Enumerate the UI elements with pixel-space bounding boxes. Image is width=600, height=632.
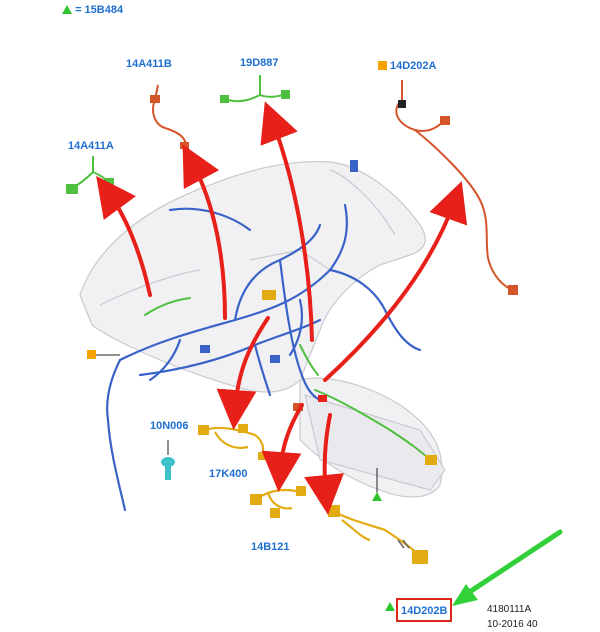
harness-connectors bbox=[200, 160, 437, 465]
callout-14D202B: 14D202B bbox=[401, 605, 448, 617]
harness-14D202B bbox=[328, 505, 428, 564]
harness-14D202A bbox=[395, 80, 518, 295]
green-triangle-icon bbox=[372, 492, 382, 501]
arrow-to-14D202A bbox=[323, 181, 468, 382]
arrow-to-14A411B bbox=[182, 144, 227, 320]
legend-text: = 15B484 bbox=[75, 4, 124, 16]
harness-14B121 bbox=[250, 486, 306, 518]
orange-square-icon bbox=[87, 350, 96, 359]
orange-square-icon bbox=[378, 61, 387, 70]
callout-14A411A: 14A411A bbox=[68, 140, 114, 152]
green-triangle-icon bbox=[62, 5, 72, 14]
harness-14A411A bbox=[66, 156, 114, 194]
callout-14B121: 14B121 bbox=[251, 541, 290, 553]
arrow-to-14B121 bbox=[261, 403, 304, 492]
main-harness-blue bbox=[106, 203, 422, 512]
sensor-10N006 bbox=[161, 440, 175, 480]
center-console bbox=[304, 394, 446, 491]
harness-17K400 bbox=[198, 424, 267, 460]
callout-17K400: 17K400 bbox=[209, 468, 248, 480]
harness-14A411B bbox=[150, 84, 189, 149]
green-arrow bbox=[452, 529, 563, 606]
leader-lines bbox=[93, 354, 378, 495]
reference-number: 4180111A bbox=[487, 604, 532, 615]
harness-19D887 bbox=[220, 75, 290, 103]
legend: = 15B484 bbox=[62, 4, 123, 16]
arrow-to-14A411A bbox=[96, 175, 152, 297]
red-arrows bbox=[96, 101, 468, 515]
date-code: 10-2016 40 bbox=[487, 619, 538, 630]
callout-10N006: 10N006 bbox=[150, 420, 189, 432]
arrow-to-14D202B bbox=[304, 413, 344, 515]
callout-19D887: 19D887 bbox=[240, 57, 279, 69]
highlighted-callout-box: 14D202B bbox=[396, 598, 453, 622]
green-triangle-icon bbox=[385, 602, 395, 611]
arrow-to-19D887 bbox=[260, 101, 314, 342]
green-harness bbox=[144, 297, 431, 461]
callout-14A411B: 14A411B bbox=[126, 58, 172, 70]
callout-14D202A: 14D202A bbox=[390, 60, 437, 72]
arrow-to-17K400 bbox=[216, 316, 270, 430]
